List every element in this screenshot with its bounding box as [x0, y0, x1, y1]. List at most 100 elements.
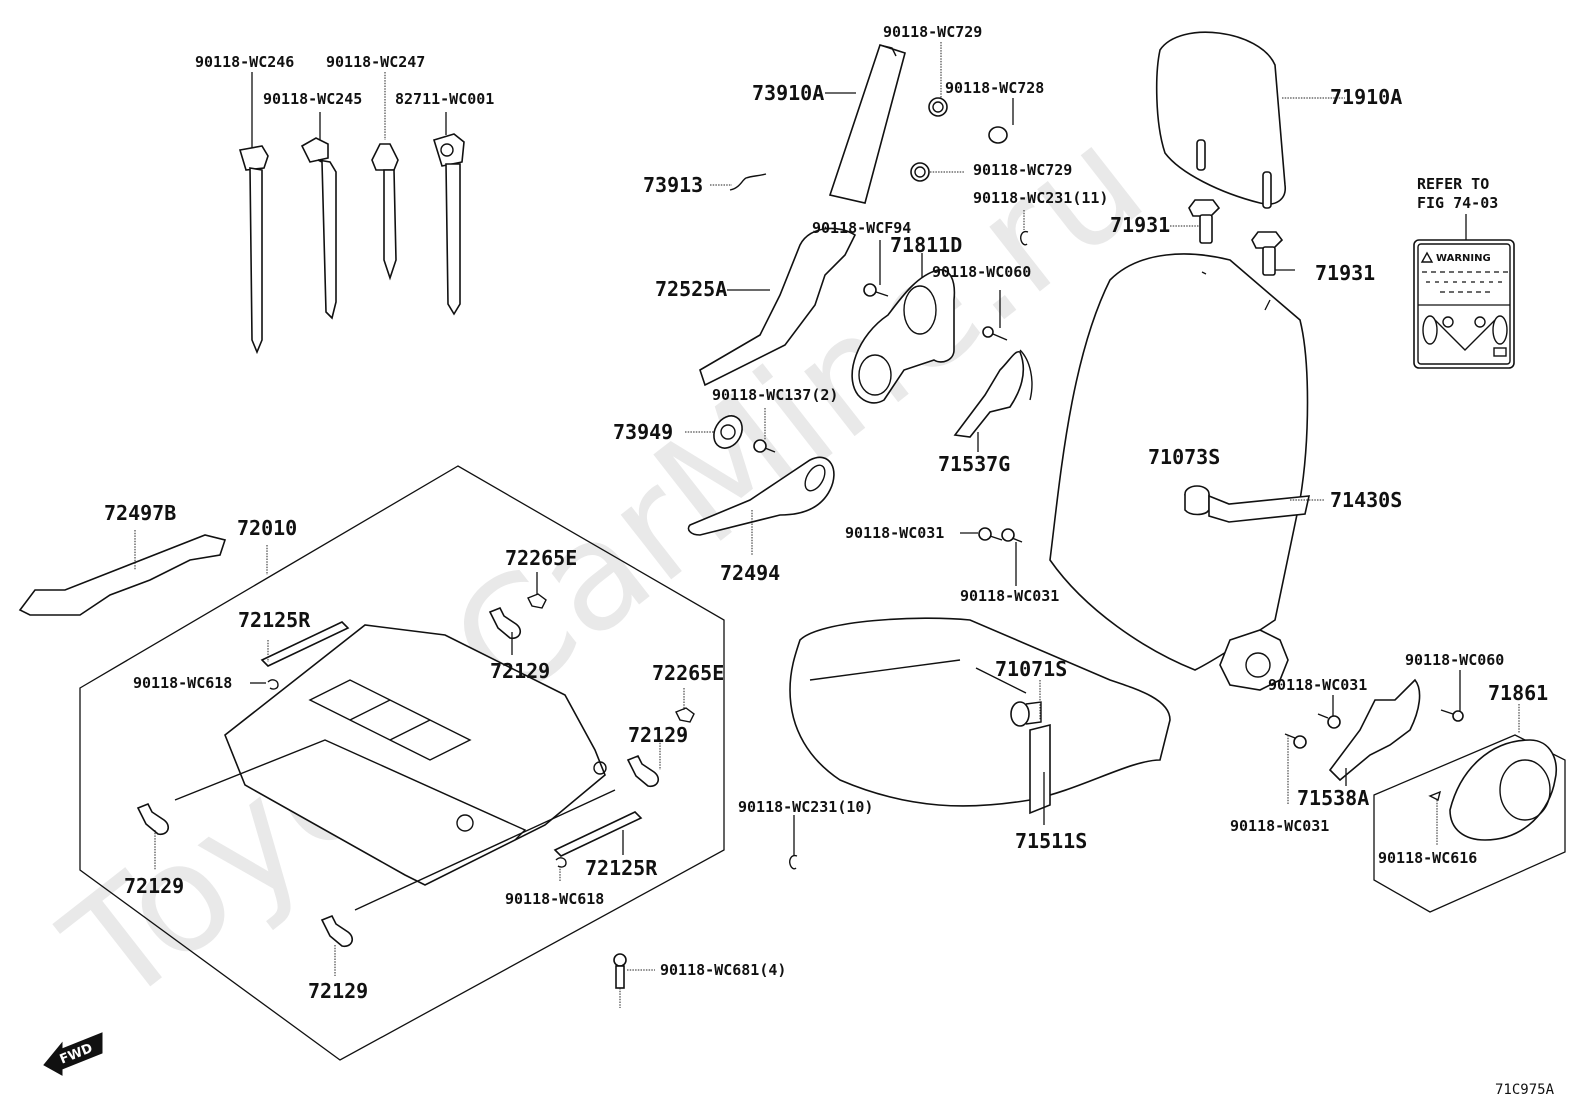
- recliner-cover-72525a[interactable]: [699, 227, 857, 387]
- wire-73913[interactable]: [710, 173, 767, 191]
- clip-72265e-b[interactable]: [675, 688, 695, 723]
- callout-72125r-b[interactable]: 72125R: [585, 856, 658, 880]
- callout-90118-wcf94[interactable]: 90118-WCF94: [812, 219, 911, 237]
- callout-72010[interactable]: 72010: [237, 516, 297, 540]
- knob-73949[interactable]: [685, 411, 748, 453]
- recliner-assembly: [1219, 629, 1289, 691]
- callout-73949[interactable]: 73949: [613, 420, 673, 444]
- callout-71931-a[interactable]: 71931: [1110, 213, 1170, 237]
- callout-71861[interactable]: 71861: [1488, 681, 1548, 705]
- rail-cover-72125r-b[interactable]: [553, 811, 643, 857]
- cover-72129-d[interactable]: [320, 914, 354, 976]
- callout-90118-wc060-b[interactable]: 90118-WC060: [1405, 651, 1504, 669]
- screw-wcf94[interactable]: [863, 240, 889, 297]
- callout-90118-wc681-4[interactable]: 90118-WC681(4): [660, 961, 786, 979]
- screw-wc137[interactable]: [753, 408, 776, 453]
- screw-wc060-top[interactable]: [982, 290, 1008, 341]
- callout-72129-c[interactable]: 72129: [124, 874, 184, 898]
- callout-71511s[interactable]: 71511S: [1015, 829, 1087, 853]
- callout-90118-wc031-d[interactable]: 90118-WC031: [1230, 817, 1329, 835]
- recliner-cover-panel: [1373, 734, 1566, 913]
- bolt-wc031-d[interactable]: [1284, 733, 1307, 805]
- callout-71071s[interactable]: 71071S: [995, 657, 1067, 681]
- bolt-wc031-c[interactable]: [1317, 695, 1341, 729]
- callout-72125r-a[interactable]: 72125R: [238, 608, 311, 632]
- seatback-cover-71073s[interactable]: [1049, 253, 1309, 671]
- watermark: ToyotaCarMine.ru: [34, 94, 1175, 1038]
- side-shield-73910a[interactable]: [825, 43, 906, 204]
- figure-id: 71C975A: [1495, 1082, 1555, 1098]
- clip-72265e-a[interactable]: [527, 572, 547, 609]
- nut-wc729-top[interactable]: [928, 42, 948, 117]
- cover-72129-a[interactable]: [488, 606, 522, 655]
- seat-cushion-pad-71511s[interactable]: [1029, 723, 1051, 825]
- callout-90118-wc137-2[interactable]: 90118-WC137(2): [712, 386, 838, 404]
- callout-90118-wc729-top[interactable]: 90118-WC729: [883, 23, 982, 41]
- callout-90118-wc618-b[interactable]: 90118-WC618: [505, 890, 604, 908]
- headrest-71910a[interactable]: [1155, 31, 1345, 209]
- bolt-wc031-a[interactable]: [960, 527, 1003, 541]
- cable-tie-82711-wc001[interactable]: [432, 112, 465, 316]
- callout-90118-wc031-b[interactable]: 90118-WC031: [960, 587, 1059, 605]
- callout-72129-d[interactable]: 72129: [308, 979, 368, 1003]
- clip-wc618-a[interactable]: [250, 679, 279, 690]
- nut-wc729-mid[interactable]: [910, 162, 965, 182]
- callout-72265e-b[interactable]: 72265E: [652, 661, 724, 685]
- callout-73910a[interactable]: 73910A: [752, 81, 824, 105]
- recliner-cover-71811d[interactable]: [851, 253, 956, 404]
- callout-90118-wc231-11[interactable]: 90118-WC231(11): [973, 189, 1108, 207]
- cover-72129-b[interactable]: [626, 740, 661, 788]
- cable-tie-wc246[interactable]: [238, 72, 269, 355]
- callout-71811d[interactable]: 71811D: [890, 233, 962, 257]
- callout-90118-wc031-c[interactable]: 90118-WC031: [1268, 676, 1367, 694]
- callout-90118-wc616[interactable]: 90118-WC616: [1378, 849, 1477, 867]
- seat-frame-72010[interactable]: [174, 624, 616, 911]
- callout-90118-wc618-a[interactable]: 90118-WC618: [133, 674, 232, 692]
- callout-90118-wc246[interactable]: 90118-WC246: [195, 53, 294, 71]
- callout-71430s[interactable]: 71430S: [1330, 488, 1402, 512]
- seatback-pad-71430s[interactable]: [1184, 485, 1325, 523]
- callout-72129-a[interactable]: 72129: [490, 659, 550, 683]
- clip-wc618-b[interactable]: [555, 857, 567, 882]
- callout-90118-wc231-10[interactable]: 90118-WC231(10): [738, 798, 873, 816]
- push-clip-wc247[interactable]: [371, 72, 399, 281]
- hog-ring-wc231-11[interactable]: [1020, 210, 1029, 246]
- screw-wc060-b[interactable]: [1440, 670, 1464, 722]
- cable-tie-wc245[interactable]: [300, 112, 337, 320]
- warning-label-icon[interactable]: WARNING: [1413, 239, 1515, 369]
- callout-72525a[interactable]: 72525A: [655, 277, 727, 301]
- cap-wc728[interactable]: [988, 98, 1014, 144]
- cover-72129-c[interactable]: [136, 802, 170, 870]
- callout-90118-wc247[interactable]: 90118-WC247: [326, 53, 425, 71]
- recliner-cover-71861[interactable]: [1449, 739, 1557, 841]
- headrest-guide-71931-b[interactable]: [1251, 231, 1295, 276]
- callout-72265e-a[interactable]: 72265E: [505, 546, 577, 570]
- recliner-lever-72494[interactable]: [687, 456, 835, 555]
- bolt-wc681[interactable]: [613, 953, 655, 1008]
- bolt-wc031-b[interactable]: [1001, 528, 1023, 586]
- rail-cover-72125r-a[interactable]: [260, 621, 350, 667]
- bracket-71537g[interactable]: [953, 349, 1033, 452]
- callout-90118-wc031-a[interactable]: 90118-WC031: [845, 524, 944, 542]
- callout-72494[interactable]: 72494: [720, 561, 780, 585]
- callout-82711-wc001[interactable]: 82711-WC001: [395, 90, 494, 108]
- hog-ring-wc231-10[interactable]: [789, 815, 798, 870]
- callout-72497b[interactable]: 72497B: [104, 501, 176, 525]
- callout-90118-wc729-mid[interactable]: 90118-WC729: [973, 161, 1072, 179]
- callout-71931-b[interactable]: 71931: [1315, 261, 1375, 285]
- bracket-72497b[interactable]: [18, 530, 227, 616]
- callout-90118-wc728[interactable]: 90118-WC728: [945, 79, 1044, 97]
- callout-71073s[interactable]: 71073S: [1148, 445, 1220, 469]
- seat-cushion-71071s[interactable]: [789, 617, 1171, 807]
- callout-90118-wc060-top[interactable]: 90118-WC060: [932, 263, 1031, 281]
- callout-90118-wc245[interactable]: 90118-WC245: [263, 90, 362, 108]
- clip-wc616[interactable]: [1428, 790, 1442, 845]
- callout-72129-b[interactable]: 72129: [628, 723, 688, 747]
- warning-triangle-icon: [1420, 251, 1434, 263]
- bracket-71538a[interactable]: [1328, 678, 1421, 786]
- headrest-guide-71931-a[interactable]: [1170, 199, 1221, 244]
- callout-71537g[interactable]: 71537G: [938, 452, 1010, 476]
- callout-71910a[interactable]: 71910A: [1330, 85, 1402, 109]
- callout-73913[interactable]: 73913: [643, 173, 703, 197]
- callout-71538a[interactable]: 71538A: [1297, 786, 1369, 810]
